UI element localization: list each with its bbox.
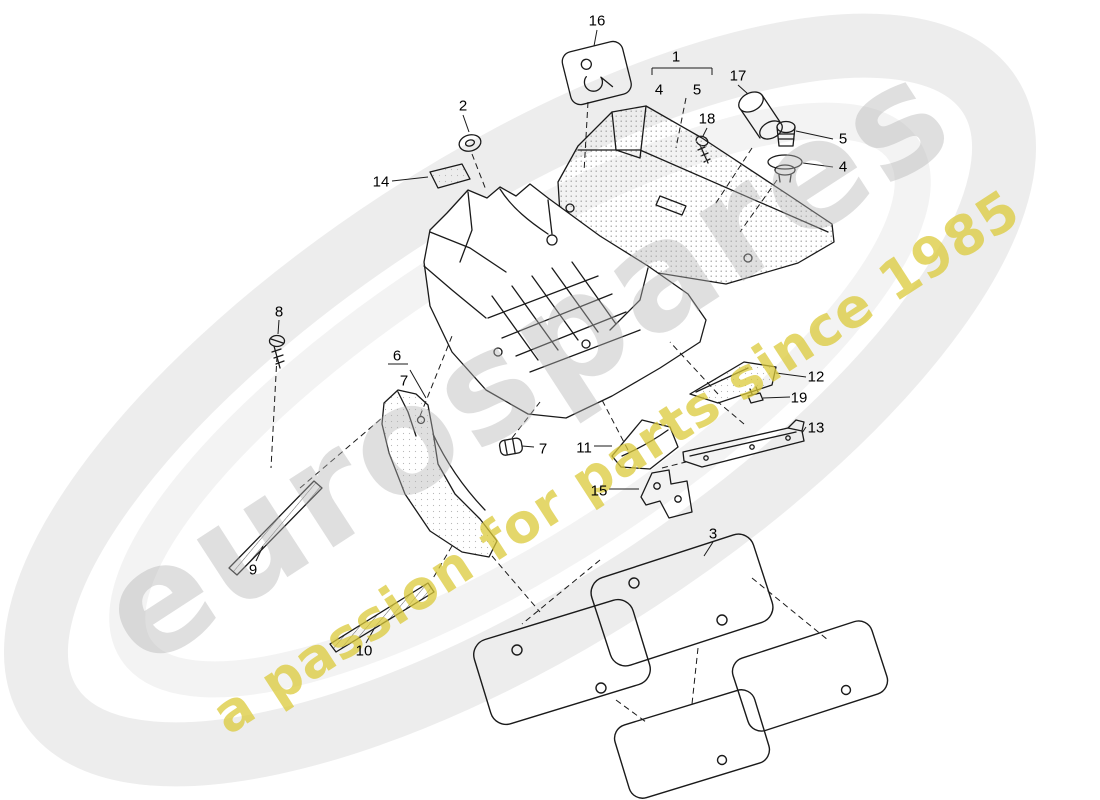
assembly-dashed-lines: [270, 97, 829, 723]
callout-17-4[interactable]: 17: [729, 67, 747, 85]
callout-2-5[interactable]: 2: [458, 97, 468, 115]
part-10-sill-strip: [329, 582, 435, 653]
callout-15-18[interactable]: 15: [590, 482, 608, 500]
part-15-bracket: [640, 469, 693, 519]
callout-9-19[interactable]: 9: [248, 561, 258, 579]
callout-3-20[interactable]: 3: [708, 525, 718, 543]
callout-4-8[interactable]: 4: [838, 158, 848, 176]
part-11-trim: [611, 419, 679, 470]
part-5-nut: [776, 120, 796, 147]
part-1-front-carpet: [423, 183, 707, 419]
part-7-clip: [498, 437, 523, 456]
part-12-trim: [689, 361, 777, 404]
callout-12-13[interactable]: 12: [807, 368, 825, 386]
callout-7-12[interactable]: 7: [399, 372, 409, 390]
callout-19-14[interactable]: 19: [790, 389, 808, 407]
part-6-trim-panel: [381, 389, 498, 558]
callout-5-7[interactable]: 5: [838, 130, 848, 148]
part-19-clip: [747, 386, 764, 404]
callout-5-3[interactable]: 5: [692, 81, 702, 99]
part-14-pad: [429, 163, 471, 189]
callout-4-2[interactable]: 4: [654, 81, 664, 99]
callout-14-9[interactable]: 14: [372, 173, 390, 191]
part-1-rear-carpet: [557, 105, 835, 285]
callout-6-11[interactable]: 6: [392, 347, 402, 365]
callout-7-17[interactable]: 7: [538, 440, 548, 458]
part-4-grommet: [767, 154, 803, 183]
callout-18-6[interactable]: 18: [698, 110, 716, 128]
part-2-cap: [458, 134, 482, 152]
callout-leader-lines: [255, 29, 834, 644]
part-13-rail: [682, 419, 805, 468]
callout-11-16[interactable]: 11: [576, 439, 592, 457]
callout-1-1[interactable]: 1: [671, 48, 681, 66]
part-17-sleeve: [738, 91, 783, 140]
part-3-floor-mats: [473, 533, 889, 799]
callout-16-0[interactable]: 16: [588, 12, 606, 30]
callout-13-15[interactable]: 13: [807, 419, 825, 437]
callout-10-21[interactable]: 10: [355, 642, 373, 660]
part-9-sill-strip: [228, 480, 323, 576]
part-16-cover-plate: [561, 40, 632, 106]
callout-8-10[interactable]: 8: [274, 303, 284, 321]
